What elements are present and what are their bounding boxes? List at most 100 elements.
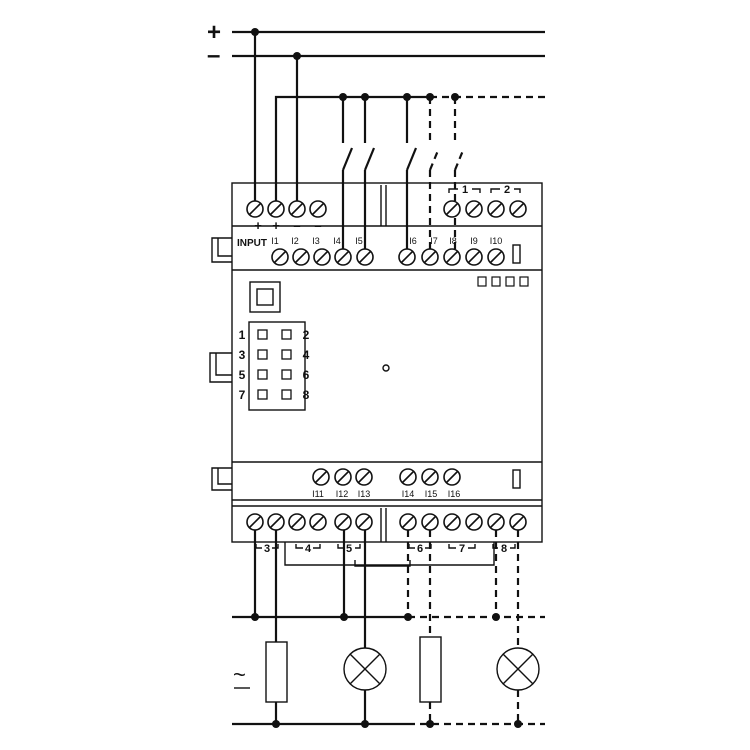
status-led	[505, 276, 515, 287]
supply-minus-label: –	[207, 42, 220, 69]
connector-pin-label-6: 6	[303, 368, 310, 382]
input-label-I16: I16	[448, 489, 461, 499]
output-group-markers-bottom	[255, 544, 516, 549]
connector-pin-label-1: 1	[239, 328, 246, 342]
power-terminal-label: +	[254, 218, 262, 233]
status-led	[477, 276, 487, 287]
output-wiring-dashed	[406, 530, 545, 726]
input-label: INPUT	[237, 238, 267, 249]
output-group-label-5: 5	[346, 543, 352, 555]
connector-pin	[257, 349, 268, 360]
input-terminal-screw	[356, 248, 374, 266]
relay-group-label-1: 1	[462, 184, 468, 196]
output-terminal-screw	[465, 513, 483, 531]
output-terminal-screw	[509, 513, 527, 531]
output-group-label-3: 3	[264, 543, 270, 555]
input-terminal-screw	[334, 248, 352, 266]
output-terminal-screw	[267, 513, 285, 531]
power-terminal-label: –	[293, 218, 300, 233]
input-terminal-screw	[398, 248, 416, 266]
relay-terminal-screw	[487, 200, 505, 218]
input-terminal-screw	[487, 248, 505, 266]
output-group-label-8: 8	[501, 543, 507, 555]
connector-pin-label-2: 2	[303, 328, 310, 342]
power-terminal-screw	[246, 200, 264, 218]
input-label-I8: I8	[449, 236, 457, 246]
supply-plus-label: +	[207, 19, 221, 46]
relay-terminal-screw	[443, 200, 461, 218]
input-terminal-screw	[399, 468, 417, 486]
output-terminal-screw	[288, 513, 306, 531]
connector-pin	[281, 349, 292, 360]
output-terminal-screw	[309, 513, 327, 531]
input-label-I7: I7	[430, 236, 438, 246]
lamp-load-2	[496, 647, 540, 691]
connector-pin	[281, 369, 292, 380]
input-label-I3: I3	[312, 236, 320, 246]
junction-dot	[293, 52, 301, 60]
din-clip-mid	[209, 352, 232, 383]
output-terminal-screw	[246, 513, 264, 531]
relay-group-label-2: 2	[504, 184, 510, 196]
relay-group-markers-top	[448, 188, 521, 193]
input-terminal-screw	[271, 248, 289, 266]
output-group-label-4: 4	[305, 543, 312, 555]
input-terminal-screw	[465, 248, 483, 266]
output-terminal-screw	[443, 513, 461, 531]
lamp-load-1	[343, 647, 387, 691]
output-junction-dots	[251, 613, 522, 728]
terminal-block-inputs-bottom	[312, 468, 461, 486]
input-label-I15: I15	[425, 489, 438, 499]
status-led	[491, 276, 501, 287]
output-group-label-6: 6	[417, 543, 423, 555]
input-label-I9: I9	[470, 236, 478, 246]
connector-pin	[257, 369, 268, 380]
output-terminal-screw	[334, 513, 352, 531]
terminal-block-outputs	[246, 513, 527, 531]
input-label-I13: I13	[358, 489, 371, 499]
input-switch-i7	[428, 97, 441, 262]
resistive-load-2	[419, 636, 442, 703]
input-terminal-screw	[421, 468, 439, 486]
connector-pin-label-8: 8	[303, 388, 310, 402]
output-terminal-screw	[355, 513, 373, 531]
terminal-block-inputs-top	[271, 248, 505, 266]
connector-pin-label-3: 3	[239, 348, 246, 362]
output-group-label-7: 7	[459, 543, 465, 555]
input-label-I4: I4	[333, 236, 341, 246]
output-terminal-screw	[487, 513, 505, 531]
connector-pin-label-7: 7	[239, 388, 246, 402]
output-terminal-screw	[421, 513, 439, 531]
input-switch-i8	[453, 97, 466, 262]
input-terminal-screw	[443, 248, 461, 266]
input-label-I5: I5	[355, 236, 363, 246]
input-label-I6: I6	[409, 236, 417, 246]
input-label-I14: I14	[402, 489, 415, 499]
connector-pin-label-4: 4	[303, 348, 310, 362]
input-terminal-screw	[292, 248, 310, 266]
din-clip-upper	[211, 237, 232, 263]
resistive-load-1	[265, 641, 288, 703]
input-terminal-screw	[312, 468, 330, 486]
input-switch-i6	[405, 97, 418, 262]
relay-terminal-screw	[509, 200, 527, 218]
status-led	[519, 276, 529, 287]
module-housing	[231, 182, 543, 567]
input-terminal-screw	[355, 468, 373, 486]
output-wiring-solid	[232, 530, 408, 726]
connector-pin-label-5: 5	[239, 368, 246, 382]
input-label-I2: I2	[291, 236, 299, 246]
connector-pin	[281, 329, 292, 340]
input-switch-i4	[341, 97, 354, 262]
junction-dot	[251, 28, 259, 36]
input-common-bus	[274, 95, 430, 205]
terminal-block-power	[246, 200, 327, 218]
input-label-I12: I12	[336, 489, 349, 499]
input-label-I1: I1	[271, 236, 279, 246]
input-terminal-screw	[421, 248, 439, 266]
power-terminal-screw	[267, 200, 285, 218]
power-terminal-screw	[309, 200, 327, 218]
input-terminal-screw	[443, 468, 461, 486]
